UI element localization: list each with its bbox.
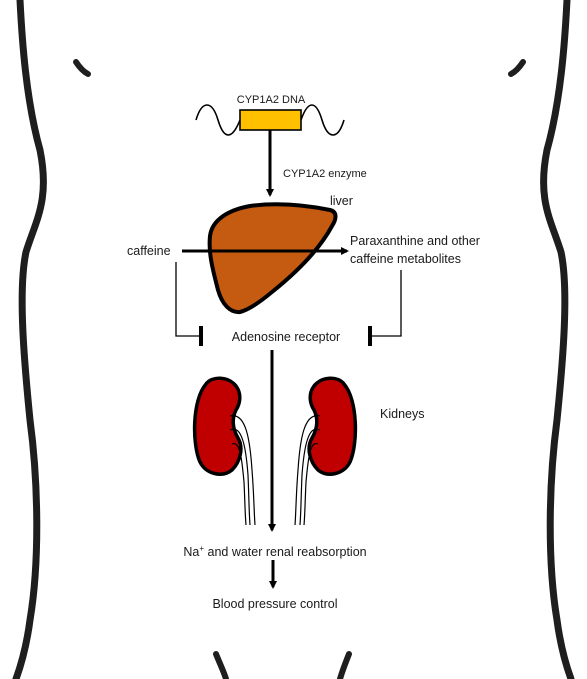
metabolites-label-line1: Paraxanthine and other	[350, 234, 480, 248]
reabsorption-suffix: and water renal reabsorption	[204, 545, 367, 559]
metabolite-inhibition-line	[371, 270, 401, 336]
left-arm-outline	[16, 0, 43, 679]
caffeine-label: caffeine	[127, 244, 171, 258]
right-shoulder-outline	[511, 62, 523, 74]
kidneys	[195, 378, 356, 525]
right-arm-outline	[544, 0, 571, 679]
liver-label: liver	[330, 194, 353, 208]
dna-wave-right	[301, 105, 344, 135]
adenosine-receptor-label: Adenosine receptor	[232, 330, 340, 344]
enzyme-label: CYP1A2 enzyme	[283, 168, 367, 180]
dna-wave-left	[196, 105, 240, 135]
gene-label: CYP1A2 DNA	[237, 94, 306, 106]
liver-shape	[210, 204, 336, 312]
left-kidney	[195, 378, 241, 474]
left-leg-outline	[216, 654, 226, 679]
dna-strand: CYP1A2 DNA	[196, 94, 344, 135]
left-shoulder-outline	[76, 62, 88, 74]
right-kidney	[309, 378, 355, 474]
right-leg-outline	[340, 654, 349, 679]
blood-pressure-label: Blood pressure control	[212, 597, 337, 611]
kidneys-label: Kidneys	[380, 407, 424, 421]
cyp1a2-gene-box	[240, 110, 301, 130]
metabolites-label-line2: caffeine metabolites	[350, 252, 461, 266]
reabsorption-prefix: Na	[183, 545, 199, 559]
caffeine-inhibition-line	[176, 262, 200, 336]
reabsorption-label: Na+ and water renal reabsorption	[183, 544, 366, 559]
